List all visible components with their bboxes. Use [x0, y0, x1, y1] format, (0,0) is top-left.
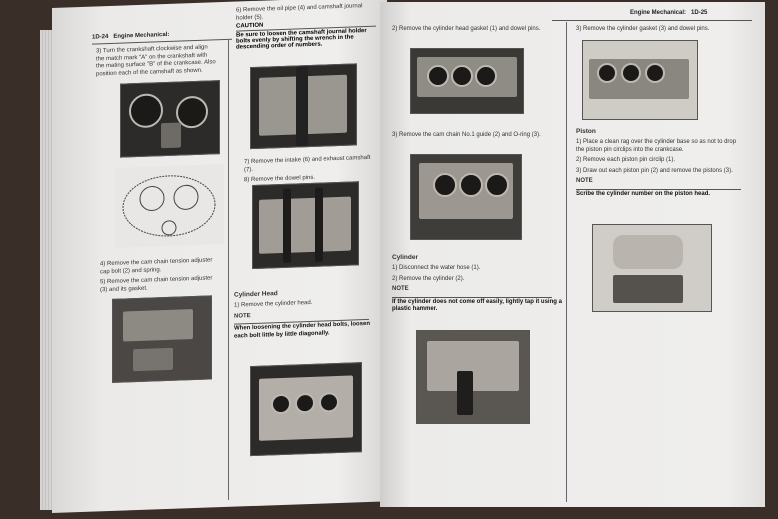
camshaft: [283, 188, 291, 263]
water-hose: [457, 371, 473, 415]
cylinder-bore: [459, 173, 483, 197]
piston-top: [597, 63, 617, 83]
left-page: 1D-24 Engine Mechanical: 3) Turn the cra…: [52, 0, 387, 514]
note-rule: [392, 296, 552, 298]
step-text: 4) Remove the cam chain tension adjuster…: [100, 257, 213, 275]
camshaft-diagram: [114, 163, 224, 248]
header-rule: [552, 20, 752, 21]
step-text: 3) Turn the crankshaft clockwise and ali…: [96, 44, 216, 77]
engine-part: [123, 309, 193, 342]
step-text: 5) Remove the cam chain tension adjuster…: [100, 275, 213, 293]
column-divider: [566, 22, 567, 502]
crankshaft-photo: [120, 80, 220, 158]
camshaft-holder-photo: [250, 63, 357, 150]
right-page-header: Engine Mechanical: 1D-25: [630, 10, 707, 16]
cylinder-bore: [485, 173, 509, 197]
header-title: Engine Mechanical:: [113, 31, 170, 40]
camshaft-removal-photo: [252, 181, 359, 270]
left-page-header: 1D-24 Engine Mechanical:: [92, 32, 169, 41]
engine-block: [427, 341, 519, 391]
step-text: 1) Place a clean rag over the cylinder b…: [576, 139, 737, 153]
step-text: 3) Remove the cylinder gasket (3) and do…: [576, 26, 710, 32]
cylinder-gasket-photo: [582, 40, 698, 120]
right-col1-step2: 2) Remove the cylinder head gasket (1) a…: [392, 26, 552, 37]
connecting-rod: [613, 275, 683, 303]
head-gasket-photo: [410, 48, 524, 114]
left-col1-step3: 3) Turn the crankshaft clockwise and ali…: [96, 44, 216, 81]
camshaft: [315, 187, 323, 262]
page-number: 1D-25: [691, 10, 708, 16]
right-page: Engine Mechanical: 1D-25 2) Remove the c…: [380, 2, 765, 507]
cylinder-bore: [451, 65, 473, 87]
note-rule: [576, 188, 741, 190]
note-title: NOTE: [576, 178, 593, 185]
cylinder-head-photo: [250, 362, 362, 457]
cylinder-section: Cylinder 1) Disconnect the water hose (1…: [392, 254, 562, 317]
left-col1-steps45: 4) Remove the cam chain tension adjuster…: [100, 257, 220, 297]
piston-photo: [592, 224, 712, 312]
right-col2-step3: 3) Remove the cylinder gasket (3) and do…: [576, 26, 746, 37]
cylinder-bore: [475, 65, 497, 87]
cylinder-bore: [427, 65, 449, 87]
note-title: NOTE: [392, 286, 409, 293]
section-heading: Cylinder: [392, 254, 419, 261]
engine-part: [161, 122, 181, 149]
step-text: 2) Remove each piston pin circlip (1).: [576, 157, 676, 164]
page-number: 1D-24: [92, 34, 109, 41]
piston: [613, 235, 683, 269]
step-text: 3) Remove the cam chain No.1 guide (2) a…: [392, 132, 541, 138]
tensioner-photo: [112, 295, 212, 383]
note-body: If the cylinder does not come off easily…: [392, 298, 562, 313]
piston-top: [645, 63, 665, 83]
header-title: Engine Mechanical:: [630, 10, 687, 16]
section-heading: Piston: [576, 128, 596, 135]
step-text: 1) Disconnect the water hose (1).: [392, 265, 481, 272]
cam-chain-guide-photo: [410, 154, 522, 240]
caution-box: CAUTION Be sure to loosen the camshaft j…: [236, 19, 376, 51]
cylinder-head-section: Cylinder Head 1) Remove the cylinder hea…: [234, 287, 374, 344]
chain-diagram-svg: [122, 175, 216, 237]
cylinder-bore: [433, 173, 457, 197]
engine-part: [133, 347, 173, 372]
column-divider: [228, 39, 229, 500]
piston-section: Piston 1) Place a clean rag over the cyl…: [576, 128, 746, 201]
step-text: 2) Remove the cylinder head gasket (1) a…: [392, 26, 541, 32]
step-text: 3) Draw out each piston pin (2) and remo…: [576, 167, 733, 174]
camshaft: [296, 66, 308, 147]
gear-shape: [129, 93, 163, 129]
cylinder-head: [259, 196, 351, 254]
note-body: Scribe the cylinder number on the piston…: [576, 190, 711, 197]
right-col1-step3: 3) Remove the cam chain No.1 guide (2) a…: [392, 132, 552, 143]
cylinder-removal-photo: [416, 330, 530, 424]
step-text: 2) Remove the cylinder (2).: [392, 275, 465, 282]
step-text: 7) Remove the intake (6) and exhaust cam…: [244, 154, 371, 173]
caution-body: Be sure to loosen the camshaft journal h…: [236, 28, 367, 51]
piston-top: [621, 63, 641, 83]
